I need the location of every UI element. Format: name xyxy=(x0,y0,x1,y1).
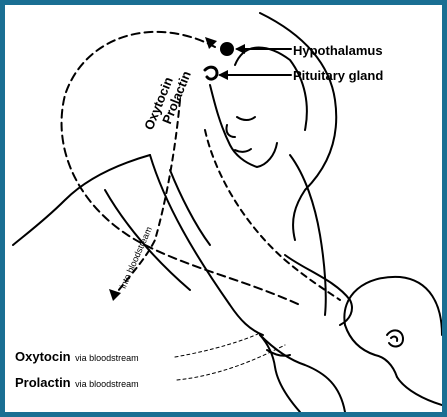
oxytocin-bottom-label: Oxytocin via bloodstream xyxy=(15,349,139,365)
hypothalamus-shape xyxy=(220,42,234,56)
hypothalamus-label: Hypothalamus xyxy=(293,44,383,57)
baby-ear-inner xyxy=(391,337,397,341)
oxytocin-leader xyxy=(175,333,260,357)
mother-nose xyxy=(226,125,235,137)
pituitary-shape xyxy=(205,67,217,79)
mother-collar-inner xyxy=(170,170,210,245)
mother-face xyxy=(210,85,277,167)
breast-outline xyxy=(285,255,352,325)
hypothalamus-arrow xyxy=(235,44,245,54)
mother-hand xyxy=(260,335,300,412)
pituitary-label: Pituitary gland xyxy=(293,69,383,82)
mother-neck-right xyxy=(290,155,326,315)
pituitary-arrow xyxy=(218,70,228,80)
baby-head xyxy=(344,277,442,335)
mother-arm xyxy=(260,335,345,412)
prolactin-bottom-label: Prolactin via bloodstream xyxy=(15,375,139,391)
arrow-head-bloodstream xyxy=(109,289,121,301)
mother-hair xyxy=(235,48,307,131)
mother-shoulder-left xyxy=(13,155,150,245)
mother-mouth xyxy=(235,149,251,152)
mother-shirt-collar xyxy=(150,155,263,335)
baby-body xyxy=(397,377,442,405)
mother-eye xyxy=(237,117,255,120)
baby-ear xyxy=(387,330,403,346)
